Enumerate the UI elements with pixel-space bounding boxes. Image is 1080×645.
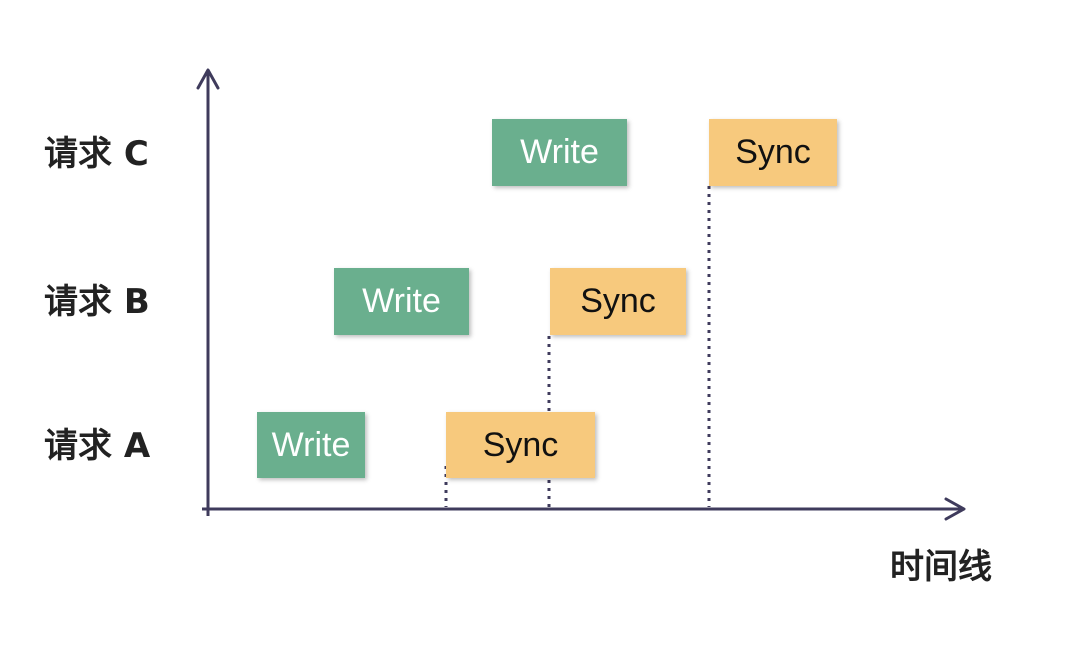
request-b-sync-block: Sync bbox=[550, 268, 686, 335]
x-axis-arrow-icon bbox=[944, 497, 966, 521]
row-label-request-b: 请求 B bbox=[44, 282, 150, 322]
x-axis-title: 时间线 bbox=[890, 547, 992, 587]
y-axis-arrow-icon bbox=[196, 68, 220, 90]
request-c-write-block: Write bbox=[492, 119, 627, 186]
request-b-write-block: Write bbox=[334, 268, 469, 335]
request-c-sync-block: Sync bbox=[709, 119, 837, 186]
request-a-write-block: Write bbox=[257, 412, 365, 478]
request-a-sync-block: Sync bbox=[446, 412, 595, 478]
row-label-request-a: 请求 A bbox=[44, 426, 151, 466]
row-label-request-c: 请求 C bbox=[44, 134, 149, 174]
